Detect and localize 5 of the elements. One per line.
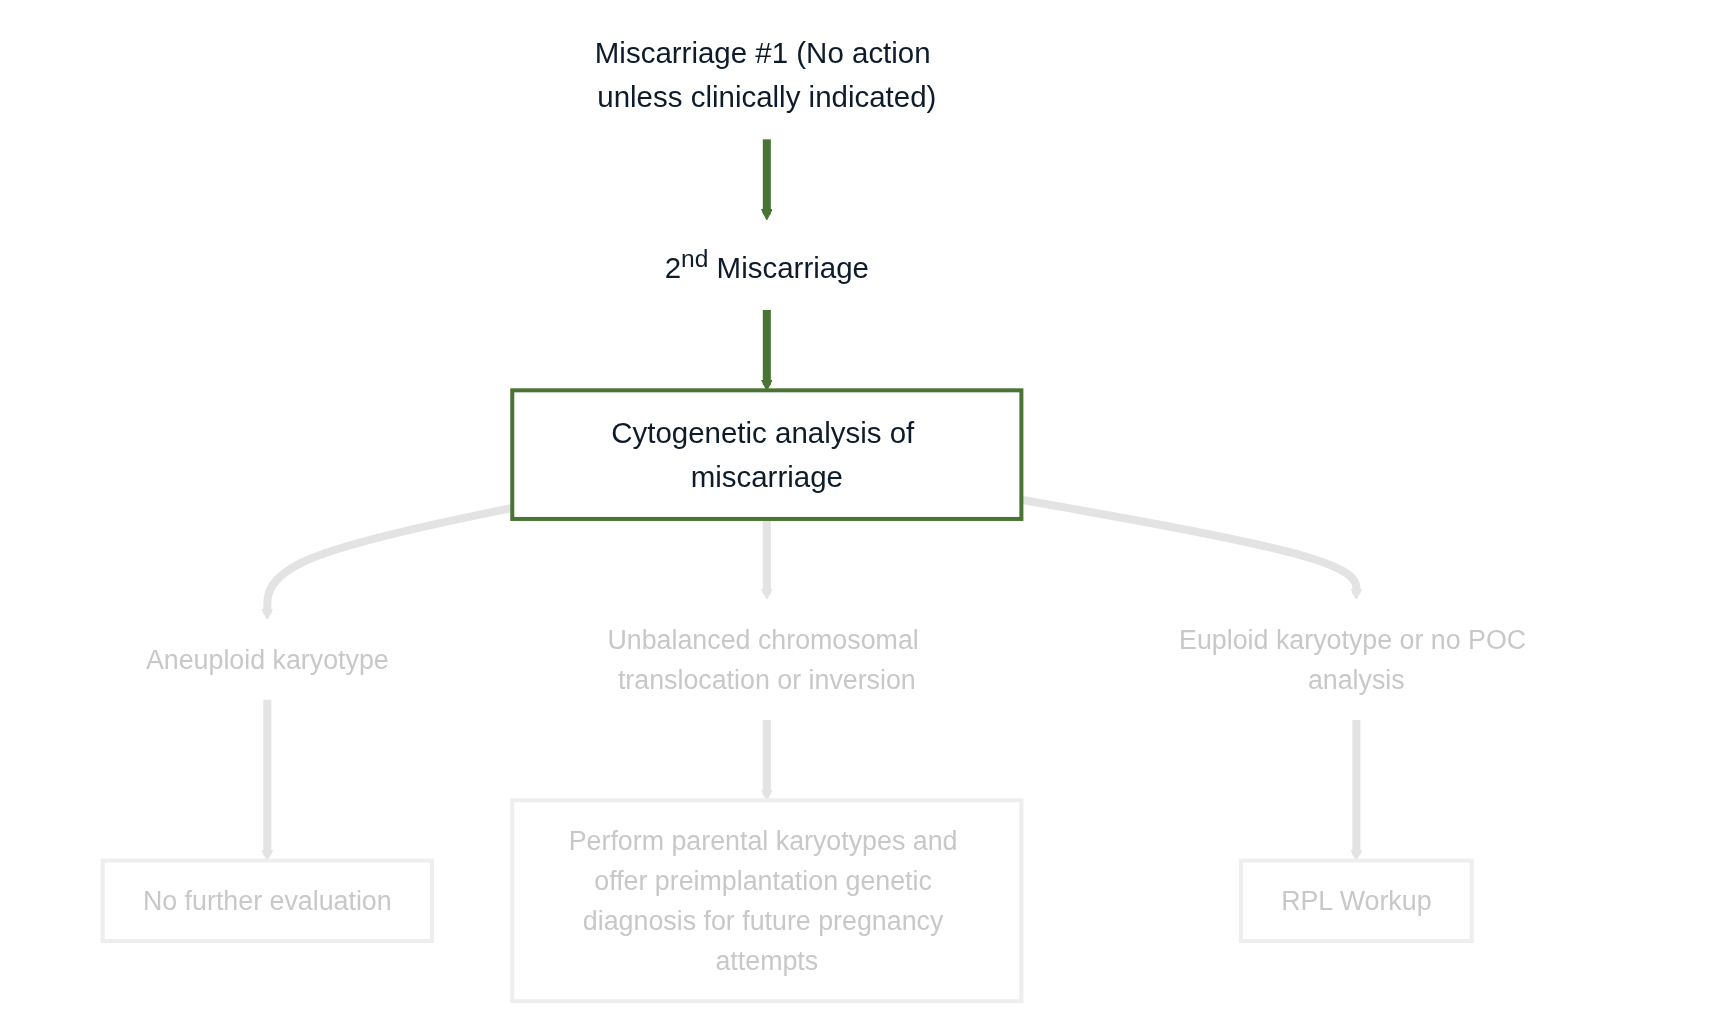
arrow <box>261 503 513 620</box>
node-text: Miscarriage #1 (No action unless clinically indicated) <box>594 36 937 114</box>
node-box: Cytogenetic analysis of miscarriage <box>509 388 1024 521</box>
arrow <box>760 139 773 221</box>
node-text: 2$^{nd}$ Miscarriage <box>664 243 869 285</box>
